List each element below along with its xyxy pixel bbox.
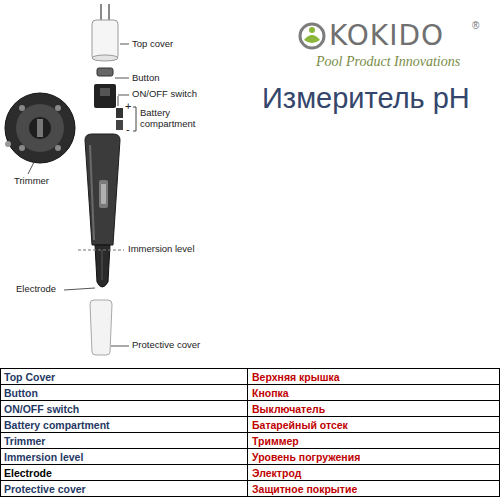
page-title: Измеритель pH [262, 82, 470, 115]
table-cell: Электрод [252, 466, 301, 480]
logo-text: KOKIDO [329, 20, 444, 52]
table-cell: Верхняя крышка [252, 370, 340, 384]
polarity-sign: + [125, 100, 131, 113]
logo-slogan: Pool Product Innovations [316, 54, 460, 70]
table-cell: Триммер [252, 434, 299, 448]
table-grid [0, 369, 500, 497]
part-label: Battery compartment [140, 108, 220, 130]
part-label: Button [132, 73, 159, 84]
table-cell: Protective cover [4, 482, 86, 496]
table-cell: Кнопка [252, 386, 289, 400]
part-label: Trimmer [14, 176, 49, 187]
table-cell: Trimmer [4, 434, 45, 448]
table-cell: Защитное покрытие [252, 482, 357, 496]
part-label: ON/OFF switch [132, 89, 197, 100]
table-cell: ON/OFF switch [4, 402, 79, 416]
part-label: Protective cover [132, 340, 200, 351]
table-cell: Immersion level [4, 450, 83, 464]
part-label: Immersion level [128, 244, 195, 255]
part-label: Top cover [132, 39, 173, 50]
table-cell: Выключатель [252, 402, 325, 416]
logo-icon [300, 24, 324, 48]
part-label: Electrode [16, 284, 56, 295]
table-cell: Button [4, 386, 38, 400]
table-cell: Battery compartment [4, 418, 110, 432]
logo-mark: ® [472, 20, 479, 32]
polarity-sign: - [126, 123, 130, 136]
table-cell: Батарейный отсек [252, 418, 348, 432]
table-cell: Уровень погружения [252, 450, 360, 464]
table-cell: Electrode [4, 466, 52, 480]
table-cell: Top Cover [4, 370, 55, 384]
